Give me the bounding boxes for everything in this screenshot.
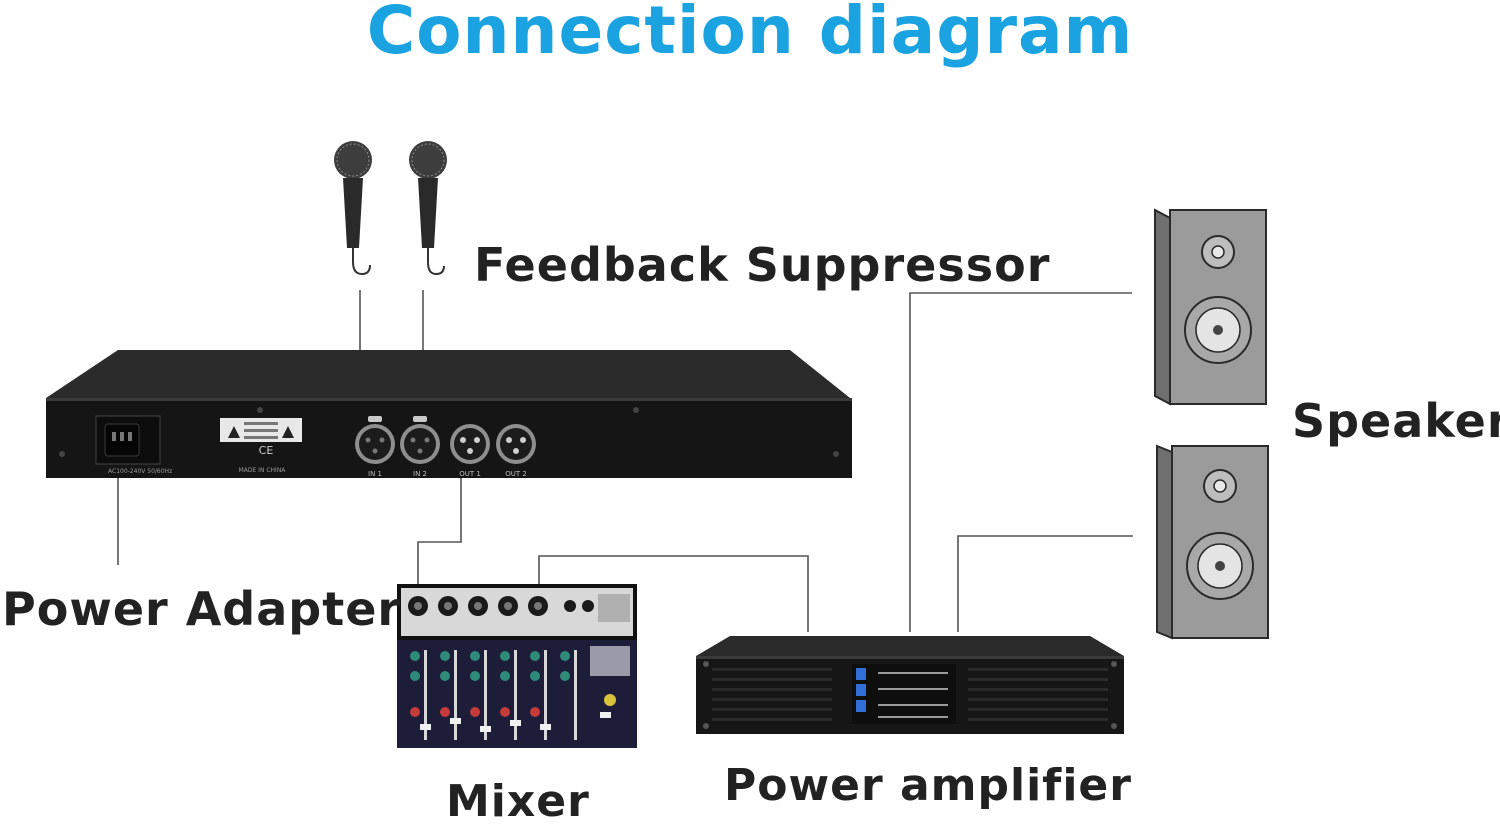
xlr-input-1-icon (355, 416, 395, 464)
xlr-output-1-icon (450, 424, 490, 464)
power-inlet-icon (95, 415, 161, 465)
speaker-bottom-icon (1156, 444, 1269, 640)
warning-label-icon: CE (220, 418, 302, 457)
xlr-output-2-icon (496, 424, 536, 464)
diagram-title: Connection diagram (366, 0, 1134, 69)
microphone-left-icon (334, 141, 372, 276)
power-amplifier-label: Power amplifier (724, 760, 1132, 811)
out1-text: OUT 1 (459, 470, 481, 478)
power-adapter-label: Power Adapter (2, 582, 402, 636)
cable-mixer-to-amplifier (538, 555, 809, 632)
in1-text: IN 1 (368, 470, 382, 478)
microphone-right-icon (409, 141, 447, 276)
in2-text: IN 2 (413, 470, 427, 478)
speaker-top-icon (1154, 208, 1267, 406)
mixer-label: Mixer (446, 776, 590, 827)
cable-amp-to-speaker-top (909, 292, 1132, 632)
power-spec-text: AC100-240V 50/60Hz (108, 468, 172, 475)
out2-text: OUT 2 (505, 470, 527, 478)
cable-amp-to-speaker-bottom (957, 535, 1133, 632)
svg-text:CE: CE (259, 444, 274, 457)
cable-out1-to-mixer (417, 478, 462, 600)
power-amplifier-device (696, 636, 1124, 734)
feedback-suppressor-device: AC100-240V 50/60Hz CE MADE IN CHINA (46, 350, 852, 478)
made-in-text: MADE IN CHINA (239, 467, 287, 474)
xlr-input-2-icon (400, 416, 440, 464)
feedback-suppressor-label: Feedback Suppressor (474, 238, 1051, 292)
speaker-label: Speaker (1292, 394, 1500, 448)
mixer-device (397, 584, 637, 748)
